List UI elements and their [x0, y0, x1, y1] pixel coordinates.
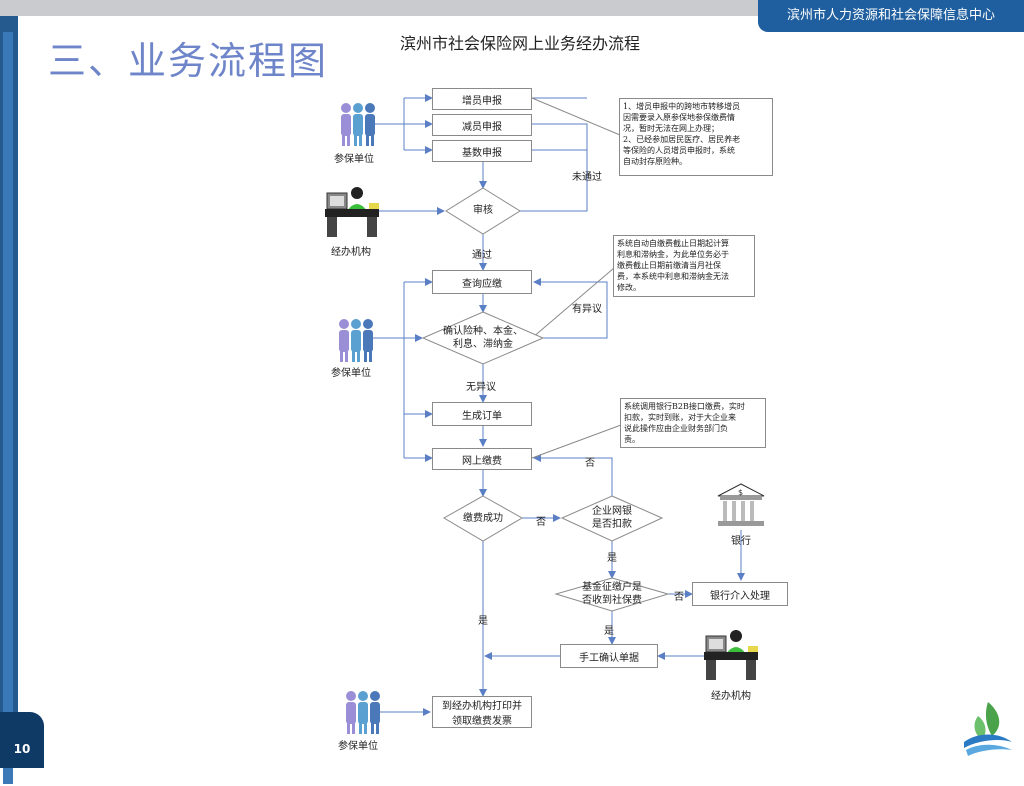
people-icon-3: [346, 691, 380, 734]
people-icon-2: [339, 319, 373, 362]
node-print-line1: 到经办机构打印并: [442, 701, 522, 712]
edge-yes-2: 是: [604, 626, 614, 637]
node-bank-deduct-line2: 是否扣款: [592, 519, 632, 530]
note1-line: 2、已经参加居民医疗、居民养老: [623, 135, 741, 144]
note1-line: 1、增员申报中的跨地市转移增员: [623, 102, 741, 111]
agency-desk-icon-2: [704, 630, 758, 680]
edge-yes-3: 是: [478, 616, 488, 627]
node-fund-received: 基金征缴户是 否收到社保费: [566, 581, 658, 607]
node-online-pay: 网上缴费: [432, 448, 532, 470]
note1-line: 况，暂时无法在网上办理；: [623, 124, 719, 133]
svg-text:$: $: [738, 488, 743, 497]
actor-insured-unit-1: 参保单位: [334, 154, 374, 165]
node-confirm-line1: 确认险种、本金、: [443, 326, 523, 337]
actor-agency-1: 经办机构: [331, 247, 371, 258]
review-diamond: [445, 187, 521, 235]
note3-line: 说此操作应由企业财务部门负: [624, 424, 728, 433]
node-add-staff: 增员申报: [432, 88, 532, 110]
actor-bank: 银行: [731, 536, 751, 547]
note1-line: 因需要录入原参保地参保缴费情: [623, 113, 735, 122]
diagram-title: 滨州市社会保险网上业务经办流程: [400, 34, 641, 53]
note1-line: 自动封存原险种。: [623, 157, 687, 166]
left-accent-bar: [0, 16, 18, 784]
node-print-line2: 领取缴费发票: [452, 716, 512, 727]
node-reduce-staff: 减员申报: [432, 114, 532, 136]
edge-yes-1: 是: [607, 553, 617, 564]
node-fund-received-line2: 否收到社保费: [582, 595, 642, 606]
node-manual-confirm: 手工确认单据: [560, 644, 658, 668]
org-banner: 滨州市人力资源和社会保障信息中心: [758, 0, 1024, 32]
node-pay-success: 缴费成功: [463, 513, 503, 524]
page-number: 10: [0, 712, 44, 768]
confirm-diamond: [421, 311, 545, 365]
fund-received-diamond: [554, 577, 670, 612]
note2-line: 费，本系统中利息和滞纳金无法: [617, 272, 729, 281]
node-print-invoice: 到经办机构打印并 领取缴费发票: [432, 696, 532, 728]
edge-not-passed: 未通过: [572, 172, 602, 183]
note3-line: 系统调用银行B2B接口缴费，实时: [624, 402, 745, 411]
node-confirm: 确认险种、本金、 利息、滞纳金: [428, 325, 538, 351]
actor-insured-unit-3: 参保单位: [338, 741, 378, 752]
organization-logo: [964, 702, 1012, 756]
edge-no-1: 否: [585, 458, 595, 469]
actor-agency-2: 经办机构: [711, 691, 751, 702]
note2-line: 修改。: [617, 283, 641, 292]
note-b2b-rules: 系统调用银行B2B接口缴费，实时 扣款，实时到账，对于大企业来 说此操作应由企业…: [620, 398, 766, 448]
edge-no-2: 否: [536, 517, 546, 528]
actor-insured-unit-2: 参保单位: [331, 368, 371, 379]
note-add-staff-rules: 1、增员申报中的跨地市转移增员 因需要录入原参保地参保缴费情 况，暂时无法在网上…: [619, 98, 773, 176]
edge-no-3: 否: [674, 592, 684, 603]
people-icon: [341, 103, 375, 146]
flow-connectors: [372, 94, 745, 716]
pay-success-diamond: [442, 495, 524, 542]
node-bank-handle: 银行介入处理: [692, 582, 788, 606]
edge-no-objection: 无异议: [466, 382, 496, 393]
node-gen-order: 生成订单: [432, 402, 532, 426]
node-confirm-line2: 利息、滞纳金: [453, 339, 513, 350]
edge-passed: 通过: [472, 250, 492, 261]
agency-desk-icon: [325, 187, 379, 237]
bank-icon: $: [717, 483, 765, 526]
edge-objection: 有异议: [572, 304, 602, 315]
node-fund-received-line1: 基金征缴户是: [582, 582, 642, 593]
node-review: 审核: [473, 205, 493, 216]
note-interest-rules: 系统自动自缴费截止日期起计算 利息和滞纳金，为此单位务必于 缴费截止日期前缴清当…: [613, 235, 755, 297]
node-query-due: 查询应缴: [432, 270, 532, 294]
note1-line: 等保险的人员增员申报时，系统: [623, 146, 735, 155]
node-bank-deduct-line1: 企业网银: [592, 506, 632, 517]
node-base-report: 基数申报: [432, 140, 532, 162]
note2-line: 缴费截止日期前缴清当月社保: [617, 261, 721, 270]
bank-deduct-diamond: [560, 495, 664, 542]
slide-title: 三、业务流程图: [48, 39, 329, 83]
node-bank-deduct: 企业网银 是否扣款: [572, 505, 652, 531]
note3-line: 责。: [624, 435, 640, 444]
note2-line: 利息和滞纳金，为此单位务必于: [617, 250, 729, 259]
note2-line: 系统自动自缴费截止日期起计算: [617, 239, 729, 248]
note3-line: 扣款，实时到账，对于大企业来: [624, 413, 736, 422]
